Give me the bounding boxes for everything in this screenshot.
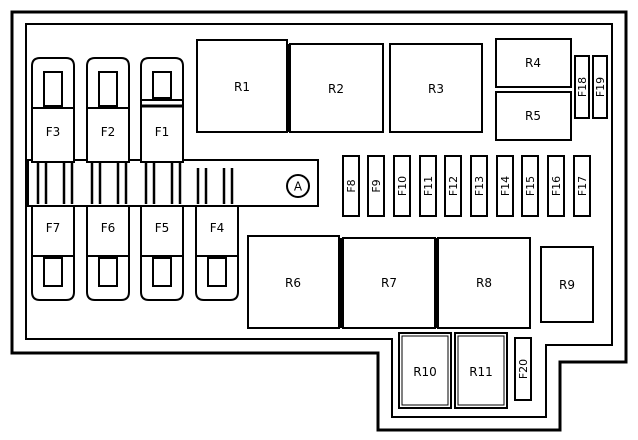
terminal-a-circle [286,174,310,198]
relay-r4: R4 [495,38,572,88]
relay-r9: R9 [540,246,594,323]
fuse-f11-label: F11 [422,176,435,196]
fuse-f3-label: F3 [46,125,61,139]
fuse-f18-label: F18 [576,77,589,97]
fuse-f8-label: F8 [345,179,358,192]
relay-r4-label: R4 [525,56,541,70]
fuse-box-housing [10,10,628,432]
relay-r5: R5 [495,91,572,141]
mini-fuse-f17: F17 [573,155,591,217]
relay-r6-label: R6 [285,276,301,290]
fuse-f15-label: F15 [524,176,537,196]
relay-r8-label: R8 [476,276,492,290]
relay-r6: R6 [247,235,340,329]
fuse-f5-label: F5 [155,221,170,235]
mini-fuse-f13: F13 [470,155,488,217]
fuse-f7-label: F7 [46,221,61,235]
relay-r11-label: R11 [469,365,493,379]
mini-fuse-f20: F20 [514,337,532,401]
maxi-fuse-f2: F2 [86,57,130,163]
mini-fuse-f18: F18 [574,55,590,119]
maxi-fuse-f3: F3 [31,57,75,163]
fuse-f4-label: F4 [210,221,225,235]
mini-fuse-f12: F12 [444,155,462,217]
fuse-f1-label: F1 [155,125,170,139]
maxi-fuse-f7: F7 [31,205,75,301]
relay-r10: R10 [398,332,452,409]
mini-fuse-f14: F14 [496,155,514,217]
relay-r3: R3 [389,43,483,133]
fuse-f16-label: F16 [550,176,563,196]
fuse-f12-label: F12 [447,176,460,196]
mini-fuse-f10: F10 [393,155,411,217]
maxi-fuse-f1: F1 [140,57,184,163]
mini-fuse-f15: F15 [521,155,539,217]
relay-r8: R8 [437,237,531,329]
mini-fuse-f8: F8 [342,155,360,217]
relay-r2-label: R2 [328,82,344,96]
mini-fuse-f11: F11 [419,155,437,217]
relay-r3-label: R3 [428,82,444,96]
fuse-f20-label: F20 [517,359,530,379]
busbar: A [27,159,319,207]
relay-r9-label: R9 [559,278,575,292]
relay-r11: R11 [454,332,508,409]
fuse-f10-label: F10 [396,176,409,196]
fuse-f2-label: F2 [101,125,116,139]
maxi-fuse-f6: F6 [86,205,130,301]
relay-r1-label: R1 [234,80,250,94]
relay-r2: R2 [289,43,384,133]
relay-r7-label: R7 [381,276,397,290]
relay-r7: R7 [342,237,436,329]
maxi-fuse-f4: F4 [195,205,239,301]
fuse-f9-label: F9 [370,179,383,192]
mini-fuse-f9: F9 [367,155,385,217]
fuse-f14-label: F14 [499,176,512,196]
mini-fuse-f19: F19 [592,55,608,119]
relay-r1: R1 [196,39,288,133]
fuse-f6-label: F6 [101,221,116,235]
fuse-f13-label: F13 [473,176,486,196]
fuse-f19-label: F19 [594,77,607,97]
mini-fuse-f16: F16 [547,155,565,217]
maxi-fuse-f5: F5 [140,205,184,301]
relay-r10-label: R10 [413,365,437,379]
fuse-f17-label: F17 [576,176,589,196]
terminal-a-label: A [294,180,303,194]
relay-r5-label: R5 [525,109,541,123]
